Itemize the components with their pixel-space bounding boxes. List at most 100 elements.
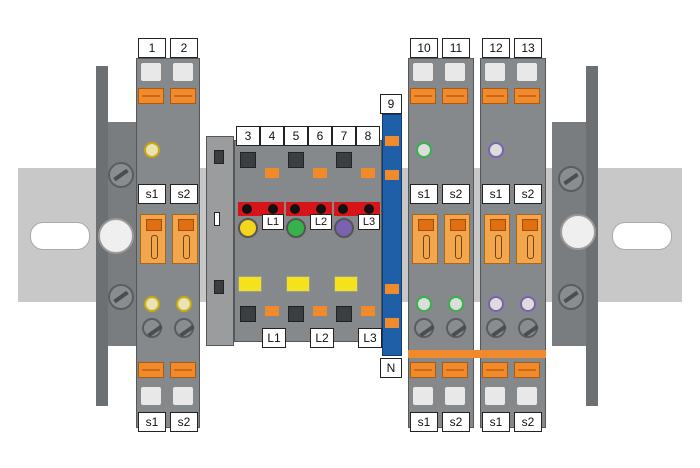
rail-slot-left: [30, 222, 90, 250]
lever-icon[interactable]: [442, 362, 468, 378]
lever-icon[interactable]: [410, 88, 436, 104]
terminal-number-9: 9: [380, 94, 402, 114]
rail-clamp-right: [560, 214, 596, 250]
fuse-holder[interactable]: [412, 214, 438, 264]
label-s1: s1: [138, 412, 166, 432]
screw-icon: [558, 166, 584, 192]
label-s2: s2: [170, 184, 198, 204]
fuse-holder[interactable]: [516, 214, 542, 264]
test-socket-icon: [448, 296, 464, 312]
contact-icon: [268, 204, 278, 214]
wire-entry-icon: [240, 152, 256, 168]
label-s1: s1: [482, 412, 510, 432]
rail-slot-right: [612, 222, 672, 250]
contact-icon: [364, 204, 374, 214]
terminal-number-2: 2: [170, 38, 198, 58]
wire-entry-icon: [516, 386, 538, 406]
contact-icon: [316, 204, 326, 214]
phase-label-l3: L3: [358, 214, 380, 230]
test-socket-icon: [144, 142, 160, 158]
terminal-number-4: 4: [260, 126, 284, 146]
phase-label-l1: L1: [262, 328, 286, 348]
phase-label-l3: L3: [358, 328, 382, 348]
lever-icon[interactable]: [482, 88, 508, 104]
lever-icon[interactable]: [361, 306, 375, 316]
screw-icon: [108, 162, 134, 188]
label-s2: s2: [442, 184, 470, 204]
terminal-number-11: 11: [442, 38, 470, 58]
warning-lightning-icon: [286, 276, 310, 292]
wire-entry-icon: [336, 306, 352, 322]
neutral-label: N: [380, 358, 402, 378]
marker-slot-icon: [214, 280, 224, 294]
lever-icon[interactable]: [313, 168, 327, 178]
fuse-holder[interactable]: [140, 214, 166, 264]
lever-icon[interactable]: [265, 168, 279, 178]
lever-icon[interactable]: [514, 88, 540, 104]
phase-indicator-l3: [334, 218, 354, 238]
terminal-number-5: 5: [284, 126, 308, 146]
wire-entry-icon: [412, 386, 434, 406]
wire-entry-icon: [516, 62, 538, 82]
lever-icon[interactable]: [170, 362, 196, 378]
lever-icon[interactable]: [138, 362, 164, 378]
fuse-holder[interactable]: [172, 214, 198, 264]
test-socket-icon: [520, 296, 536, 312]
label-s2: s2: [170, 412, 198, 432]
fuse-holder[interactable]: [484, 214, 510, 264]
lever-icon[interactable]: [385, 170, 399, 180]
label-s2: s2: [514, 412, 542, 432]
phase-indicator-l1: [238, 218, 258, 238]
contact-icon: [242, 204, 252, 214]
screw-icon: [446, 318, 466, 338]
test-socket-icon: [488, 296, 504, 312]
screw-icon: [518, 318, 538, 338]
test-socket-icon: [488, 142, 504, 158]
fuse-holder[interactable]: [444, 214, 470, 264]
terminal-number-3: 3: [236, 126, 260, 146]
lever-icon[interactable]: [361, 168, 375, 178]
screw-icon: [142, 318, 162, 338]
jumper-bridge: [408, 350, 546, 358]
label-s1: s1: [482, 184, 510, 204]
wire-entry-icon: [288, 152, 304, 168]
marker-slot-icon: [214, 212, 220, 226]
contact-icon: [338, 204, 348, 214]
label-s1: s1: [410, 184, 438, 204]
lever-icon[interactable]: [170, 88, 196, 104]
terminal-number-1: 1: [138, 38, 166, 58]
phase-indicator-l2: [286, 218, 306, 238]
lever-icon[interactable]: [385, 318, 399, 328]
phase-label-l1: L1: [262, 214, 284, 230]
wire-entry-icon: [484, 62, 506, 82]
lever-icon[interactable]: [385, 136, 399, 146]
wire-entry-icon: [172, 62, 194, 82]
wire-entry-icon: [444, 62, 466, 82]
wire-entry-icon: [336, 152, 352, 168]
wire-entry-icon: [140, 62, 162, 82]
phase-label-l2: L2: [310, 328, 334, 348]
lever-icon[interactable]: [138, 88, 164, 104]
warning-lightning-icon: [238, 276, 262, 292]
terminal-number-8: 8: [356, 126, 380, 146]
test-socket-icon: [416, 296, 432, 312]
screw-icon: [108, 284, 134, 310]
lever-icon[interactable]: [442, 88, 468, 104]
terminal-number-10: 10: [410, 38, 438, 58]
phase-label-l2: L2: [310, 214, 332, 230]
separator-plate: [206, 136, 234, 346]
test-socket-icon: [176, 296, 192, 312]
lever-icon[interactable]: [385, 284, 399, 294]
wire-entry-icon: [240, 306, 256, 322]
wire-entry-icon: [412, 62, 434, 82]
lever-icon[interactable]: [265, 306, 279, 316]
screw-icon: [558, 284, 584, 310]
terminal-number-7: 7: [332, 126, 356, 146]
lever-icon[interactable]: [482, 362, 508, 378]
label-s2: s2: [442, 412, 470, 432]
lever-icon[interactable]: [313, 306, 327, 316]
lever-icon[interactable]: [410, 362, 436, 378]
test-socket-icon: [144, 296, 160, 312]
lever-icon[interactable]: [514, 362, 540, 378]
